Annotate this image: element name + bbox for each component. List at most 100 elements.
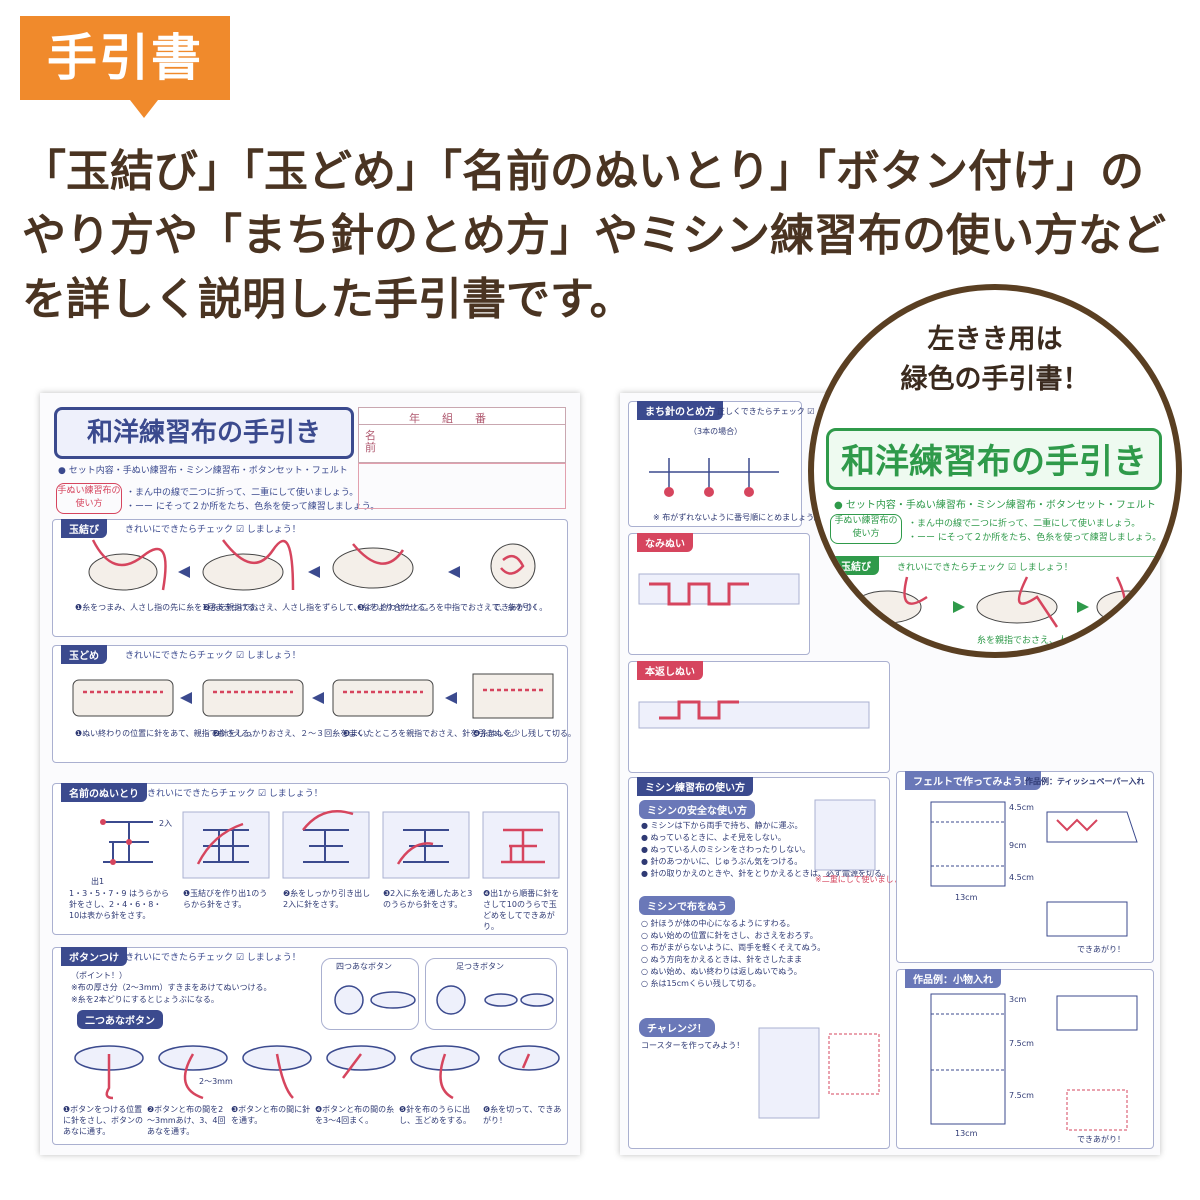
caption: ❶ボタンをつける位置に針をさし、ボタンのあなに通す。 [63,1105,143,1136]
embroidery-diagrams [100,810,560,879]
challenge-label: チャレンジ！ [639,1018,715,1037]
headline-line-1: 「玉結び」「玉どめ」「名前のぬいとり」「ボタン付け」の [22,146,1144,197]
section-tamamusubi: 玉結び きれいにできたらチェック ☑ しましょう！ ❶糸をつまみ、人さし指の先に… [52,519,568,637]
headline-line-3: を詳しく説明した手引書です。 [22,274,634,325]
section-label: 玉どめ [61,645,107,664]
caption: ❸ボタンと布の間に針を通す。 [231,1105,311,1125]
safety-item: ● 針の取りかえのときや、針をとりかえるときは、必ず電源を切る。 [641,869,891,878]
sew-step: ○ 布がまがらないように、両手を軽くそえてぬう。 [641,943,826,952]
badge-line-2: 緑色の手引書！ [900,364,1090,395]
safety-item: ● 針のあつかいに、じゅうぶん気をつける。 [641,857,803,866]
caption: ❶ぬい終わりの位置に針をあて、親指でおさえる。 [75,729,258,738]
grid-start-label: 出1 [91,877,105,886]
section-button-sewing: ボタンつけ きれいにできたらチェック ☑ しましょう！ （ポイント！） ※布の厚… [52,947,568,1145]
caption: 1・3・5・7・9 はうらから針をさし、2・4・6・8・10は表から針をさす。 [69,889,169,920]
section-label: まち針のとめ方 [637,401,723,420]
caption: ❶糸をつまみ、人さし指の先に糸を1回まきつける。 [75,603,264,612]
double-note: ※二重にして使いましょう。 [815,875,917,884]
shank-box: 足つきボタン [425,958,557,1030]
green-section-label: 玉結び [833,556,879,575]
pin-note: ※ 布がずれないように番号順にとめましょう。 [653,513,822,522]
shank-label: 足つきボタン [456,962,504,971]
green-usage-label: 手ぬい練習布の使い方 [830,514,902,544]
section-label: なみぬい [637,533,693,552]
caption: ❷糸をしっかり引き出し2入に針をさす。 [283,889,371,909]
gap-label: 2～3mm [199,1077,233,1086]
caption: ❶玉結びを作り出1のうらから針をさす。 [183,889,268,909]
section-pins: まち針のとめ方 正しくできたらチェック ☑ しましょう！ （3本の場合） ※ 布… [628,401,865,527]
tamadome-illustrations [72,673,554,719]
caption: ❷針をしっかりおさえ、２～３回糸をまく。 [213,729,373,738]
example-1: 作品例：ティッシュペーパー入れ [1025,777,1145,786]
headline: 「玉結び」「玉どめ」「名前のぬいとり」「ボタン付け」の やり方や「まち針のとめ方… [22,140,1182,332]
usage-text-1: ・まん中の線で二つに折って、二重にして使いましょう。 [126,488,359,498]
example-2: 作品例：小物入れ [905,969,1001,988]
dim: 7.5cm [1009,1039,1034,1048]
safety-item: ● ぬっているときに、よそ見をしない。 [641,833,786,842]
sew-step: ○ ぬう方向をかえるときは、針をさしたまま [641,955,803,964]
caption: ❷ボタンと布の間を2～3mmあけ、3、4回あなを通す。 [147,1105,226,1136]
section-label: 玉結び [61,519,107,538]
honkaeshi-diagram [638,700,870,729]
section-namienui: なみぬい [628,533,810,655]
name-grade-label: 年 組 番 [409,412,486,425]
safety-item: ● ぬっている人のミシンをさわったりしない。 [641,845,811,854]
section-label: 本返しぬい [637,661,703,680]
headline-line-2: やり方や「まち針のとめ方」やミシン練習布の使い方など [22,210,1166,261]
check-note: きれいにできたらチェック ☑ しましょう！ [125,953,301,963]
caption: ❺針を布のうらに出し、玉どめをする。 [399,1105,471,1125]
dim: 4.5cm [1009,873,1034,882]
caption: ❸まいたところを親指でおさえ、針を引きぬく。 [343,729,519,738]
felt-diagram [930,801,1138,937]
section-label: 名前のぬいとり [61,783,147,802]
name-box: 年 組 番 名前 [358,407,566,463]
left-sheet-title: 和洋練習布の手引き [54,407,354,459]
check-note: きれいにできたらチェック ☑ しましょう！ [125,651,301,661]
green-contents: ● セット内容・手ぬい練習布・ミシン練習布・ボタンセット・フェルト [834,500,1156,511]
badge-title: 左きき用は 緑色の手引書！ [814,320,1176,400]
four-hole-box: 四つあなボタン [321,958,419,1030]
caption: ❹糸はしを少し残して切る。 [473,729,576,738]
tag-pointer [130,100,158,118]
mishin-illustrations [758,799,880,1119]
safety-title: ミシンの安全な使い方 [639,800,755,819]
caption: ❻糸を切って、できあがり！ [483,1105,562,1125]
caption: ❸2入に糸を通したあと3のうらから針をさす。 [383,889,473,909]
check-note: きれいにできたらチェック ☑ しましょう！ [147,789,323,799]
dim: 9cm [1009,841,1027,850]
green-section: 玉結び きれいにできたらチェック ☑ しましょう！ 糸を親指でおさえ、人さし指を… [826,556,1176,652]
green-illustrations [852,576,1158,629]
caption: ❹ボタンと布の間の糸を3～4回まく。 [315,1105,395,1125]
dim: 13cm [955,1129,978,1138]
pin-case: （3本の場合） [689,427,743,436]
section-label: ミシン練習布の使い方 [637,777,753,796]
safety-item: ● ミシンは下から両手で持ち、静かに運ぶ。 [641,821,803,830]
button-illustrations [74,985,560,1100]
button-point: （ポイント！） [71,971,127,980]
section-label: ボタンつけ [61,947,127,966]
sew-title: ミシンで布をぬう [639,896,735,915]
caption: ❹出1から順番に針をさして10のうらで玉どめをしてできあがり。 [483,889,560,931]
two-hole-label: 二つあなボタン [77,1010,163,1029]
caption: ❷糸を親指でおさえ、人さし指をずらして、糸をより合わせる。 [203,603,434,612]
section-mishin: ミシン練習布の使い方 ミシンの安全な使い方 ● ミシンは下から両手で持ち、静かに… [628,777,917,1149]
tamamusubi-illustrations [88,539,536,591]
four-hole-label: 四つあなボタン [336,962,392,971]
section-honkaeshi: 本返しぬい [628,661,890,773]
badge-line-1: 左きき用は [927,324,1063,355]
section-name-embroidery: 名前のぬいとり きれいにできたらチェック ☑ しましょう！ 出1 2入 1・3・… [52,783,568,935]
button-note-2: ※糸を2本どりにするとじょうぶになる。 [71,995,219,1004]
done-label: できあがり！ [1077,945,1125,954]
green-manual-title: 和洋練習布の手引き [826,428,1162,490]
caption: できあがり！ [493,603,541,612]
section-tamadome: 玉どめ きれいにできたらチェック ☑ しましょう！ ❶ぬい終わりの位置に針をあて… [52,645,576,763]
section-felt: フェルトで作ってみよう！ 作品例：ティッシュペーパー入れ 4.5cm 9cm 4… [896,771,1154,963]
namienui-diagram [638,573,800,606]
green-usage-2: ・ーー にそって２か所をたち、色糸を使って練習しましょう。 [908,533,1162,543]
green-caption: 糸を親指でおさえ、人さし指をずらして、糸をより合わせる。 [977,636,1176,646]
grid-in-label: 2入 [159,819,173,828]
sew-step: ○ 針ほうが体の中心になるようにすわる。 [641,919,795,928]
felt-title: フェルトで作ってみよう！ [905,771,1041,790]
sew-step: ○ ぬい始め、ぬい終わりは返しぬいでぬう。 [641,967,802,976]
dim: 7.5cm [1009,1091,1034,1100]
